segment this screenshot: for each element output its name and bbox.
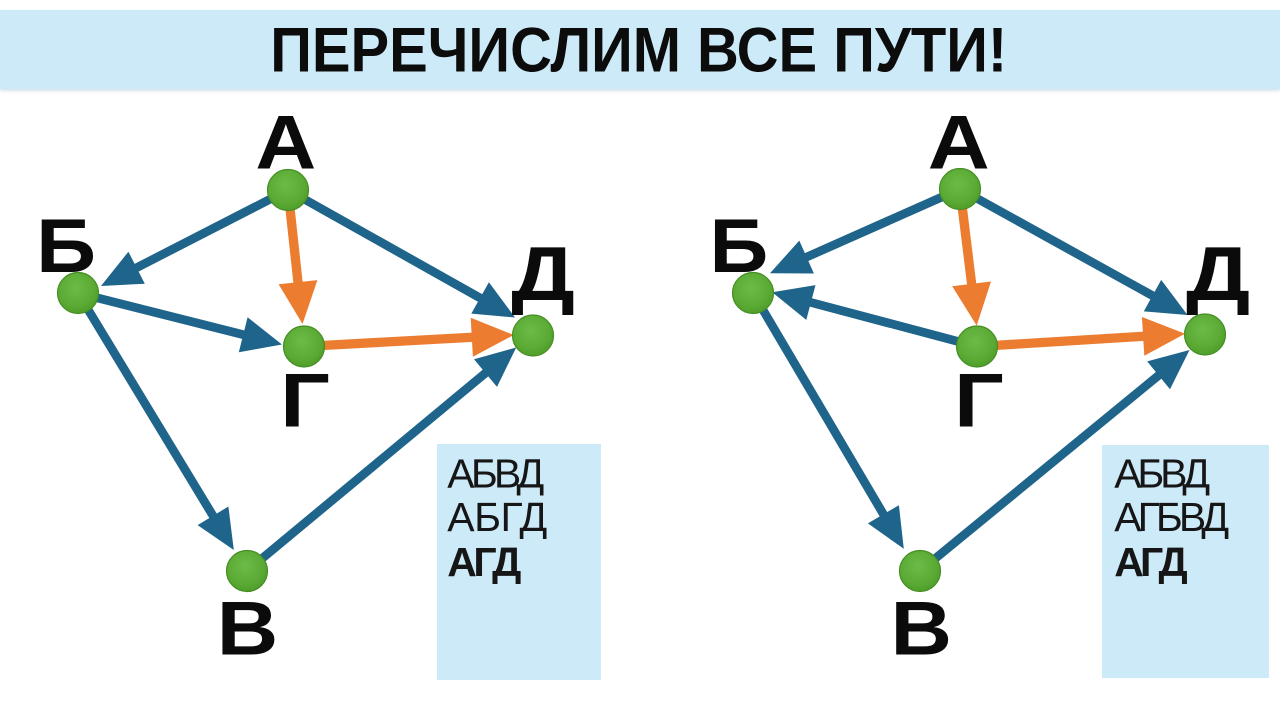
svg-text:Б: Б — [710, 204, 769, 289]
svg-text:АГБВД: АГБВД — [1114, 494, 1229, 540]
svg-text:В: В — [217, 587, 279, 672]
svg-text:Д: Д — [511, 231, 575, 316]
svg-text:Г: Г — [280, 359, 330, 443]
svg-text:А: А — [928, 101, 990, 185]
svg-text:Г: Г — [954, 359, 1004, 443]
svg-text:Б: Б — [36, 203, 96, 288]
svg-text:Д: Д — [1186, 232, 1250, 317]
svg-text:АГД: АГД — [1114, 539, 1188, 585]
svg-text:АГД: АГД — [447, 539, 521, 585]
svg-text:ПЕРЕЧИСЛИМ ВСЕ ПУТИ!: ПЕРЕЧИСЛИМ ВСЕ ПУТИ! — [270, 16, 1007, 86]
svg-text:В: В — [890, 587, 952, 672]
svg-text:АБГД: АБГД — [447, 494, 547, 540]
svg-text:А: А — [255, 100, 316, 185]
svg-text:АБВД: АБВД — [1114, 450, 1210, 496]
svg-text:АБВД: АБВД — [447, 450, 544, 496]
